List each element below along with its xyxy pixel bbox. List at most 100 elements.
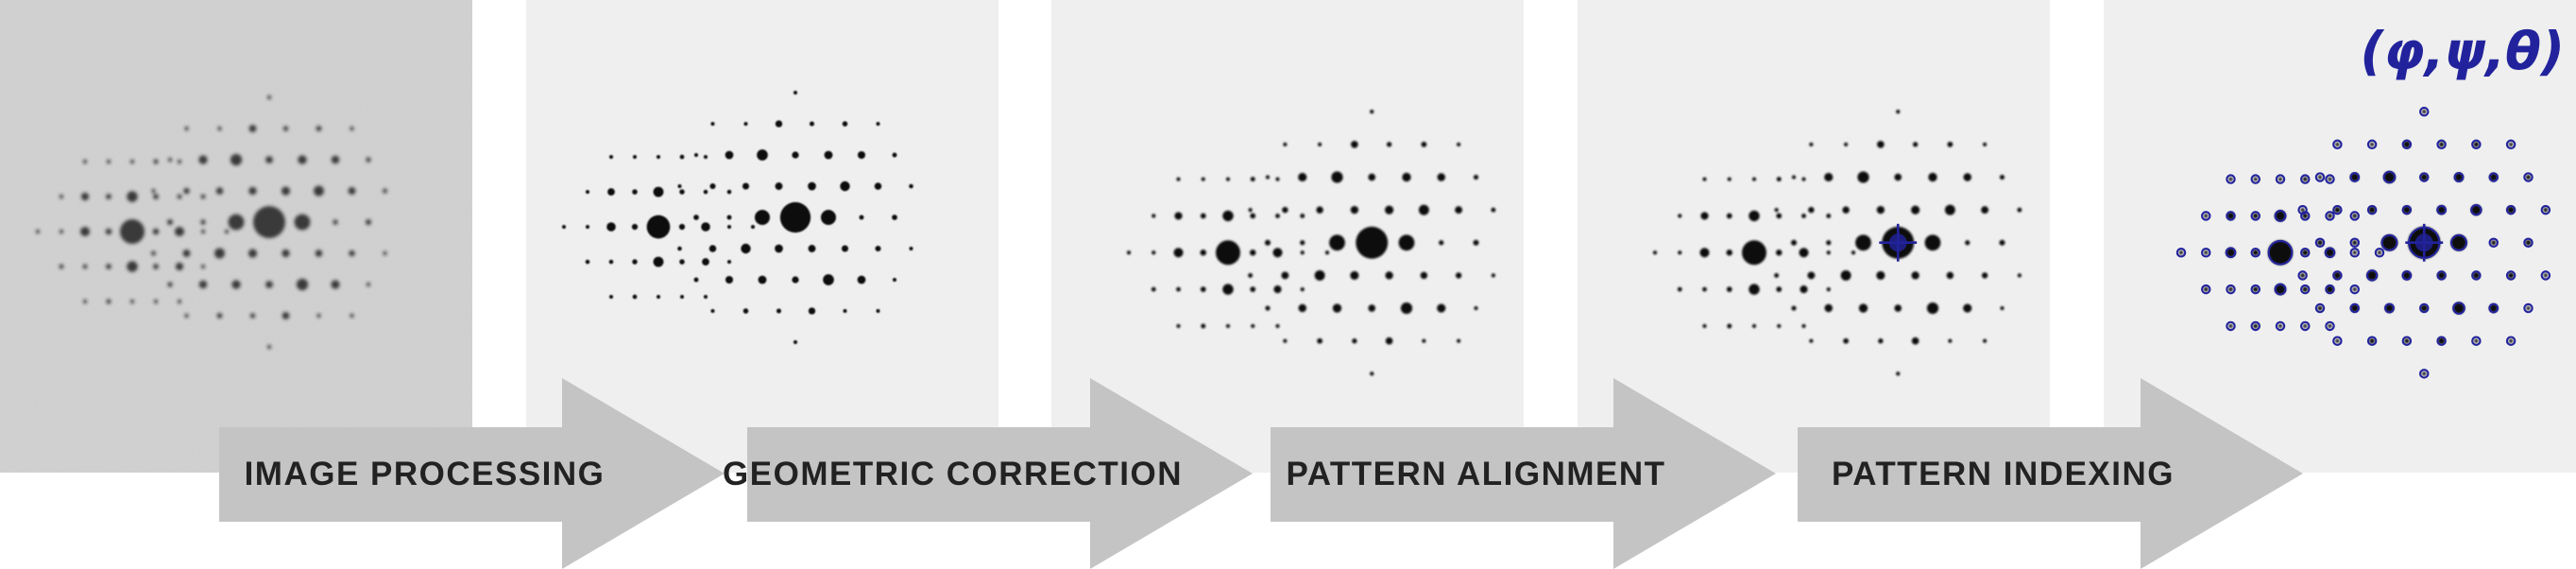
index-ring-icon — [2314, 172, 2326, 182]
index-ring-icon — [2250, 247, 2260, 258]
index-ring-icon — [2200, 247, 2211, 258]
index-ring-icon — [2488, 237, 2499, 248]
flow-arrow-icon — [1271, 378, 1776, 569]
diffraction-spot — [177, 159, 182, 164]
diffraction-spot — [127, 261, 138, 272]
index-ring-icon — [2349, 284, 2360, 295]
diffraction-spot — [585, 259, 590, 265]
diffraction-spot — [2543, 207, 2549, 213]
diffraction-spot — [704, 295, 708, 299]
flow-arrow-pattern-alignment: PATTERN ALIGNMENT — [1271, 378, 1776, 569]
diffraction-spot — [1300, 287, 1305, 292]
diffraction-spot — [266, 344, 272, 350]
indexed-diffraction-panel — [2104, 0, 2576, 473]
diffraction-spot — [129, 299, 135, 304]
step-label-image-processing: IMAGE PROCESSING — [244, 456, 606, 492]
index-ring-icon — [2453, 171, 2465, 182]
diffraction-spot — [383, 250, 387, 256]
diffraction-spot — [1826, 287, 1831, 292]
diffraction-spot — [2300, 272, 2306, 278]
diffraction-spot — [1265, 305, 1271, 311]
diffraction-spot — [2489, 303, 2499, 313]
diffraction-spot — [875, 245, 881, 252]
index-ring-icon — [2299, 174, 2311, 184]
diffraction-spot — [808, 245, 816, 252]
diffraction-spot — [1791, 305, 1797, 311]
diffraction-spot — [1368, 173, 1376, 181]
diffraction-spot — [694, 153, 698, 157]
diffraction-spot — [2403, 140, 2411, 148]
index-ring-icon — [2523, 237, 2533, 248]
diffraction-spot — [228, 214, 245, 231]
diffraction-spot — [177, 194, 182, 199]
index-ring-icon — [2274, 209, 2287, 222]
panel-background — [1578, 0, 2050, 473]
diffraction-spot — [1457, 338, 1461, 343]
diffraction-spot — [1250, 177, 1255, 182]
diffraction-spot — [1894, 173, 1902, 181]
diffraction-spot — [824, 150, 833, 160]
diffraction-spot — [2368, 206, 2376, 214]
panel-background — [1051, 0, 1524, 473]
diffraction-spot — [709, 182, 716, 190]
diffraction-spot — [1726, 249, 1733, 256]
diffraction-spot — [2252, 286, 2259, 292]
index-ring-icon — [2250, 211, 2260, 221]
diffraction-spot — [1352, 338, 1357, 344]
diffraction-spot — [217, 126, 222, 131]
index-ring-icon — [2299, 320, 2311, 332]
diffraction-spot — [710, 122, 715, 126]
diffraction-spot — [1776, 286, 1783, 292]
diffraction-spot — [2420, 304, 2429, 312]
diffraction-spot — [1809, 338, 1814, 343]
index-ring-icon — [2488, 302, 2499, 314]
diffraction-spot — [174, 226, 185, 237]
diffraction-spot — [167, 157, 173, 163]
diffraction-spot — [608, 259, 614, 265]
diffraction-spot — [2402, 205, 2412, 215]
diffraction-spot — [1983, 338, 1987, 343]
diffraction-spot — [253, 206, 285, 238]
diffraction-spot — [1809, 142, 1814, 147]
diffraction-spot — [679, 259, 685, 265]
diffraction-spot — [2301, 249, 2309, 256]
noise-texture — [0, 0, 472, 473]
index-ring-icon — [2226, 320, 2236, 332]
diffraction-spot — [1300, 250, 1305, 255]
diffraction-spot — [2437, 336, 2446, 345]
diffraction-spot — [129, 159, 135, 164]
diffraction-spot — [200, 219, 206, 225]
diffraction-spot — [365, 218, 372, 226]
diffraction-spot — [2334, 206, 2341, 214]
diffraction-spot — [314, 185, 324, 197]
diffraction-spot — [909, 247, 913, 250]
diffraction-spot — [1491, 273, 1495, 278]
diffraction-spot — [2333, 271, 2342, 280]
index-ring-icon — [2471, 270, 2482, 281]
index-ring-icon — [2408, 226, 2441, 259]
diffraction-spot — [2335, 142, 2340, 147]
index-ring-icon — [2175, 247, 2187, 258]
diffraction-spot — [35, 229, 41, 234]
diffraction-spot — [653, 256, 664, 267]
diffraction-spot — [1911, 336, 1919, 345]
diffraction-spot — [876, 122, 880, 126]
diffraction-spot — [857, 150, 866, 160]
diffraction-spot — [1801, 214, 1806, 218]
diffraction-spot — [153, 264, 159, 269]
diffraction-spot — [106, 159, 111, 164]
diffraction-spot — [182, 250, 191, 257]
diffraction-spot — [793, 91, 797, 95]
diffraction-spot — [1400, 302, 1413, 315]
diffraction-spot — [1896, 371, 1901, 376]
diffraction-spot — [710, 309, 715, 313]
diffraction-spot — [2491, 240, 2497, 246]
diffraction-spot — [2525, 174, 2532, 181]
diffraction-spot — [1776, 177, 1782, 182]
diffraction-spot — [1983, 142, 1987, 147]
diffraction-spot — [2302, 286, 2309, 292]
diffraction-spot — [751, 225, 755, 229]
diffraction-spot — [775, 120, 783, 128]
diffraction-spot — [742, 308, 749, 314]
diffraction-spot — [1329, 234, 1345, 251]
